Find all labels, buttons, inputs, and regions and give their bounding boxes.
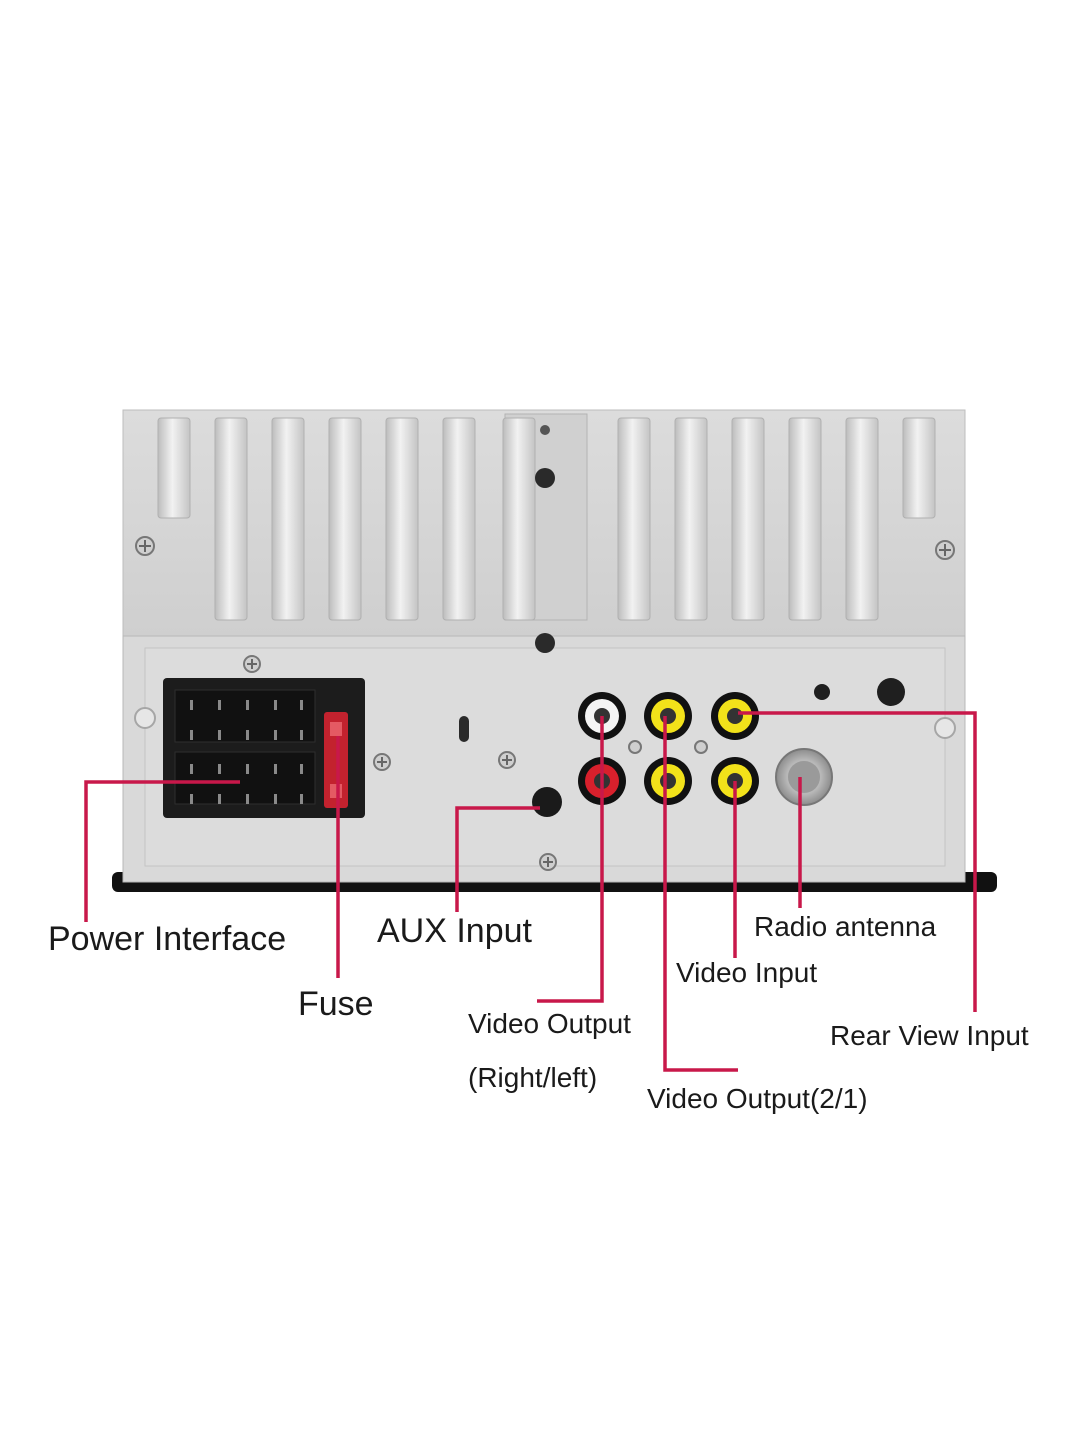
connector-pin <box>300 700 303 710</box>
connector-pin <box>218 794 221 804</box>
label-rear-view-input: Rear View Input <box>830 1020 1029 1051</box>
heatsink-fin <box>902 417 936 519</box>
leader-lines <box>84 711 977 1072</box>
rca-jack-yellow <box>644 692 692 740</box>
screw-icon <box>243 655 261 673</box>
connector-pin <box>274 764 277 774</box>
aux-jack-icon <box>532 787 562 817</box>
screw-icon <box>628 740 642 754</box>
connector-pin <box>190 794 193 804</box>
label-video-output-21: Video Output(2/1) <box>647 1083 868 1114</box>
connector-pin <box>190 730 193 740</box>
mount-hole <box>535 633 555 653</box>
connector-pin <box>274 700 277 710</box>
heatsink-fin <box>617 417 651 621</box>
rca-jack-yellow <box>644 757 692 805</box>
heatsink-fin <box>502 417 536 621</box>
heatsink-fin <box>788 417 822 621</box>
small-hole <box>814 684 830 700</box>
heatsink <box>122 409 966 637</box>
connector-pin <box>246 700 249 710</box>
leader-line-video-output-21 <box>663 716 738 1072</box>
connector-pin <box>300 764 303 774</box>
connector-pin <box>246 730 249 740</box>
connector-pin <box>274 794 277 804</box>
heatsink-fin <box>385 417 419 621</box>
heatsink-fin <box>731 417 765 621</box>
connector-pin <box>274 730 277 740</box>
small-hole <box>877 678 905 706</box>
leader-line-power <box>84 780 240 922</box>
leader-line-rear-view <box>738 711 977 1012</box>
screw-icon <box>539 853 557 871</box>
screw-icon <box>694 740 708 754</box>
label-power-interface: Power Interface <box>48 920 287 958</box>
mount-hole <box>535 468 555 488</box>
connector-pin <box>218 764 221 774</box>
slot-hole <box>459 716 469 742</box>
connector-pin <box>218 730 221 740</box>
label-video-output-rl-line2: (Right/left) <box>468 1062 598 1093</box>
connector-pin <box>190 764 193 774</box>
heatsink-fin <box>214 417 248 621</box>
connector-pin <box>246 794 249 804</box>
antenna-socket-icon <box>775 748 833 806</box>
label-video-output-rl-line1: Video Output <box>468 1008 631 1039</box>
heatsink-fin <box>157 417 191 519</box>
screw-icon <box>498 751 516 769</box>
connector-pin <box>300 730 303 740</box>
screw-icon <box>373 753 391 771</box>
leader-line-aux <box>455 806 540 912</box>
heatsink-fin <box>674 417 708 621</box>
mount-hole <box>540 425 550 435</box>
screw-icon <box>135 536 155 556</box>
heatsink-fin <box>271 417 305 621</box>
screw-icon <box>935 540 955 560</box>
connector-pin <box>246 764 249 774</box>
leader-line-video-output-rl <box>537 716 604 1003</box>
connector-pin <box>190 700 193 710</box>
heatsink-fin <box>442 417 476 621</box>
heatsink-fin <box>845 417 879 621</box>
connector-pin <box>218 700 221 710</box>
connector-pin <box>300 794 303 804</box>
label-aux-input: AUX Input <box>377 912 532 950</box>
fuse-icon <box>324 712 348 808</box>
label-radio-antenna: Radio antenna <box>754 911 937 942</box>
heatsink-fin <box>328 417 362 621</box>
rca-jack-yellow <box>711 692 759 740</box>
label-fuse: Fuse <box>298 985 374 1023</box>
label-video-input: Video Input <box>676 957 818 988</box>
